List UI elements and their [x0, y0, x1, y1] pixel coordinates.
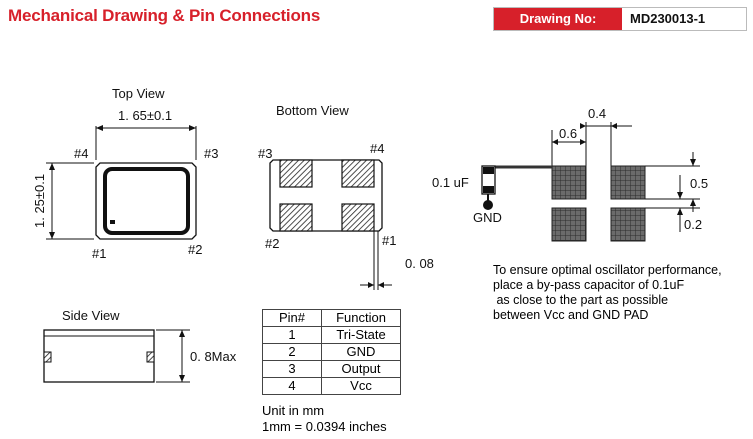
column-header-pin: Pin# — [262, 309, 322, 327]
bottom-view: Bottom View #3 #4 #2 #1 0. 08 — [258, 103, 434, 290]
pad-offset-dim: 0. 08 — [405, 256, 434, 271]
pin-function-cell: Output — [321, 360, 401, 378]
arrow-icon — [580, 139, 586, 145]
pin-function-cell: Vcc — [321, 377, 401, 395]
bottom-pin3-label: #3 — [258, 146, 272, 161]
cap-terminal-top — [483, 167, 494, 174]
dim-05: 0.5 — [690, 176, 708, 191]
bottom-view-title: Bottom View — [276, 103, 349, 118]
pin-number-cell: 2 — [262, 343, 322, 361]
top-pin1-label: #1 — [92, 246, 106, 261]
pin-number-cell: 4 — [262, 377, 322, 395]
top-package-lid — [103, 167, 190, 235]
top-view: Top View 1. 65±0.1 1. 25±0.1 #4 #3 #1 #2 — [32, 86, 218, 261]
pin-number-cell: 3 — [262, 360, 322, 378]
dim-06: 0.6 — [559, 126, 577, 141]
arrow-icon — [189, 125, 196, 131]
pin-number-cell: 1 — [262, 326, 322, 344]
arrow-icon — [368, 282, 374, 288]
arrow-icon — [49, 163, 55, 170]
arrow-icon — [179, 375, 185, 382]
bottom-pad-3 — [279, 159, 313, 188]
cap-value-label: 0.1 uF — [432, 175, 469, 190]
bottom-pin4-label: #4 — [370, 141, 384, 156]
arrow-icon — [690, 199, 696, 206]
column-header-function: Function — [321, 309, 401, 327]
arrow-icon — [378, 282, 384, 288]
cap-terminal-bottom — [483, 186, 494, 193]
side-view: Side View 0. 8Max — [43, 308, 237, 383]
table-row: 1 Tri-State — [262, 326, 401, 344]
bottom-pin2-label: #2 — [265, 236, 279, 251]
land-pad-1 — [551, 207, 587, 242]
dim-02: 0.2 — [684, 217, 702, 232]
arrow-icon — [580, 123, 586, 129]
bottom-pin1-label: #1 — [382, 233, 396, 248]
arrow-icon — [677, 208, 683, 215]
top-view-title: Top View — [112, 86, 165, 101]
top-pin2-label: #2 — [188, 242, 202, 257]
arrow-icon — [690, 159, 696, 166]
drawing-number-label: Drawing No: — [494, 8, 622, 30]
top-package-outline — [95, 162, 197, 240]
bottom-pad-1 — [341, 203, 375, 232]
side-height-dim: 0. 8Max — [190, 349, 237, 364]
table-row: 2 GND — [262, 343, 401, 361]
pin-function-table: Pin# Function 1 Tri-State 2 GND 3 Output… — [262, 309, 401, 395]
bottom-pad-2 — [279, 203, 313, 232]
unit-note: Unit in mm 1mm = 0.0394 inches — [262, 403, 387, 435]
gnd-via-icon — [483, 200, 493, 210]
side-view-title: Side View — [62, 308, 120, 323]
top-pin3-label: #3 — [204, 146, 218, 161]
pin1-marker-icon — [110, 220, 115, 224]
side-terminal-right — [146, 351, 155, 363]
side-package-body — [43, 329, 155, 383]
dim-04: 0.4 — [588, 106, 606, 121]
table-row: 4 Vcc — [262, 377, 401, 395]
land-pad-3 — [610, 165, 646, 200]
pad-layout: 0.4 0.6 0.5 0.2 0.1 uF — [432, 106, 708, 242]
table-header-row: Pin# Function — [262, 309, 401, 327]
arrow-icon — [677, 192, 683, 199]
arrow-icon — [179, 330, 185, 337]
unit-note-line1: Unit in mm — [262, 403, 325, 418]
table-row: 3 Output — [262, 360, 401, 378]
arrow-icon — [96, 125, 103, 131]
land-pad-2 — [610, 207, 646, 242]
arrow-icon — [611, 123, 617, 129]
gnd-label: GND — [473, 210, 502, 225]
bypass-capacitor-note: To ensure optimal oscillator performance… — [493, 263, 722, 322]
unit-note-line2: 1mm = 0.0394 inches — [262, 419, 387, 434]
top-height-dim: 1. 25±0.1 — [32, 174, 47, 228]
drawing-title: Mechanical Drawing & Pin Connections — [8, 6, 321, 25]
arrow-icon — [49, 232, 55, 239]
drawing-number-box: Drawing No: MD230013-1 — [493, 7, 747, 31]
drawing-number-value: MD230013-1 — [630, 11, 706, 26]
top-pin4-label: #4 — [74, 146, 88, 161]
pin-function-cell: Tri-State — [321, 326, 401, 344]
side-terminal-left — [43, 351, 52, 363]
bottom-pad-4 — [341, 159, 375, 188]
land-pad-4 — [551, 165, 587, 200]
pin-function-cell: GND — [321, 343, 401, 361]
arrow-icon — [552, 139, 558, 145]
top-width-dim: 1. 65±0.1 — [118, 108, 172, 123]
